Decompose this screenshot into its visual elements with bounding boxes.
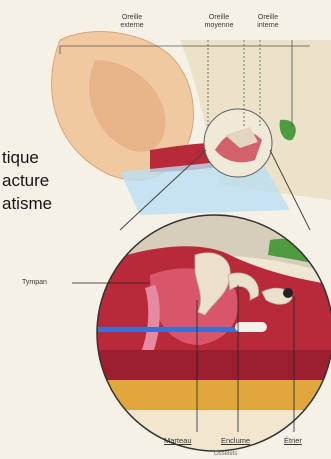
side-text-line-1: tique: [2, 146, 39, 169]
label-middle-ear: Oreille moyenne: [196, 14, 242, 30]
label-middle-ear-line1: Oreille: [196, 14, 242, 22]
label-outer-ear-line2: externe: [112, 22, 152, 30]
label-enclume: Enclume: [221, 436, 250, 445]
label-osselets: Osselets: [214, 451, 237, 457]
label-inner-ear: Oreille interne: [248, 14, 288, 30]
label-inner-ear-line1: Oreille: [248, 14, 288, 22]
label-tympan: Tympan: [22, 279, 47, 287]
label-middle-ear-line2: moyenne: [196, 22, 242, 30]
label-etrier: Étrier: [284, 436, 302, 445]
side-text-line-2: acture: [2, 169, 49, 192]
label-outer-ear-line1: Oreille: [112, 14, 152, 22]
side-text-line-3: atisme: [2, 192, 52, 215]
label-inner-ear-line2: interne: [248, 22, 288, 30]
label-outer-ear: Oreille externe: [112, 14, 152, 30]
label-marteau: Marteau: [164, 436, 192, 445]
